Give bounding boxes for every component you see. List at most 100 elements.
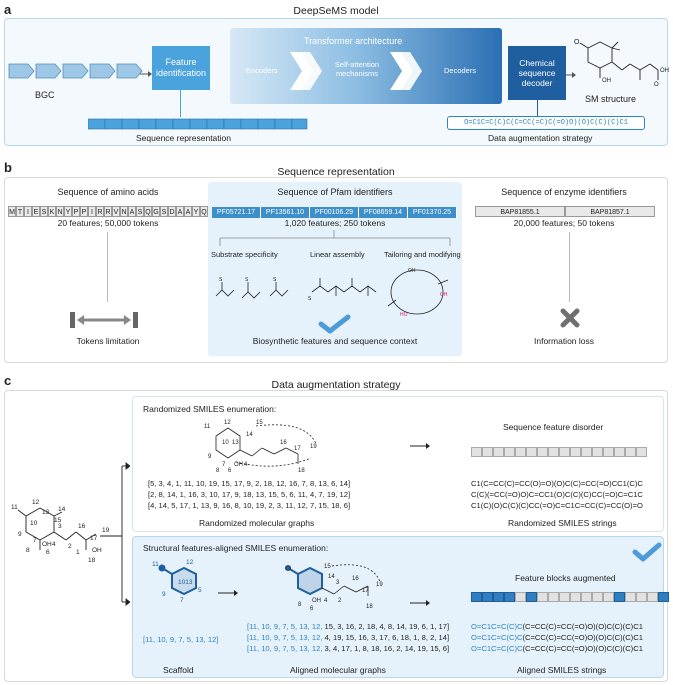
aa-cell: A xyxy=(184,206,192,217)
pfam-id: PF00106.29 xyxy=(310,207,359,218)
svg-text:9: 9 xyxy=(162,591,166,598)
aa-cell: R xyxy=(96,206,104,217)
col3-features: 20,000 features; 50 tokens xyxy=(513,218,615,228)
svg-text:8: 8 xyxy=(216,468,220,474)
aa-cell: A xyxy=(176,206,184,217)
encoders-label: Encoders xyxy=(246,66,278,75)
aligned-smiles-rest: (C=CC(C)=CC(=O)O)(O)C(C)(C)C1 xyxy=(522,633,643,642)
scaffold-ids: [11, 10, 9, 7, 5, 13, 12] xyxy=(143,635,219,644)
svg-text:11: 11 xyxy=(204,424,211,430)
self-attention-label: Self-attention mechanisms xyxy=(334,60,380,78)
blocks-title: Feature blocks augmented xyxy=(515,573,616,583)
data-aug-label: Data augmentation strategy xyxy=(488,133,593,143)
pfam-id: PF01370.25 xyxy=(408,207,457,218)
arrow-decoder-to-sm xyxy=(566,67,576,85)
svg-text:OH: OH xyxy=(234,462,243,468)
seq-rep-label: Sequence representation xyxy=(136,133,231,143)
svg-text:12: 12 xyxy=(224,420,231,426)
feature-blocks-cells xyxy=(471,592,669,602)
arrow-bgc-to-feature xyxy=(140,66,152,84)
svg-text:9: 9 xyxy=(18,531,22,538)
panel-a-title: DeepSeMS model xyxy=(293,5,379,17)
aligned-graph-prefix: [11, 10, 9, 7, 5, 13, 12, xyxy=(247,644,323,653)
svg-text:S: S xyxy=(245,277,249,283)
aligned-title: Structural features-aligned SMILES enume… xyxy=(143,543,329,553)
svg-text:13: 13 xyxy=(232,440,239,446)
smiles-text: O=C1C=C(C)C(C=CC(=C)C(=O)O)(O)C(C)(C)C1 xyxy=(464,119,628,127)
svg-text:13: 13 xyxy=(42,509,50,516)
aa-cell: K xyxy=(48,206,56,217)
random-graph-row: [4, 14, 5, 17, 1, 13, 9, 16, 8, 10, 19, … xyxy=(148,501,351,510)
aa-cell: P xyxy=(72,206,80,217)
check-icon xyxy=(318,314,352,339)
aligned-graph-row: [11, 10, 9, 7, 5, 13, 12, 15, 3, 16, 2, … xyxy=(247,621,449,632)
chevron-1-icon xyxy=(290,50,326,97)
svg-text:18: 18 xyxy=(88,557,96,564)
svg-text:O: O xyxy=(574,39,580,46)
svg-text:15: 15 xyxy=(256,420,263,426)
aligned-graph-rest: 3, 4, 17, 1, 8, 18, 16, 2, 14, 19, 15, 6… xyxy=(322,644,450,653)
aa-cell: I xyxy=(24,206,32,217)
scaffold-arrow xyxy=(218,585,238,603)
aligned-smiles-prefix: O=C1C=C(C)C xyxy=(471,622,523,631)
svg-text:6: 6 xyxy=(310,606,314,612)
aa-cell: V xyxy=(112,206,120,217)
disorder-cells xyxy=(471,447,647,457)
svg-text:14: 14 xyxy=(246,432,253,438)
aligned-graphs-label: Aligned molecular graphs xyxy=(290,665,386,675)
panel-b-letter: b xyxy=(4,160,12,175)
aa-cell: M xyxy=(8,206,16,217)
svg-text:16: 16 xyxy=(280,440,287,446)
aligned-smiles-label: Aligned SMILES strings xyxy=(517,665,607,675)
decoder-to-smiles-connector xyxy=(537,100,538,116)
aa-cell: T xyxy=(16,206,24,217)
random-smiles-label: Randomized SMILES strings xyxy=(508,518,617,528)
randomized-title: Randomized SMILES enumeration: xyxy=(143,404,277,414)
col2-title: Sequence of Pfam identifiers xyxy=(277,187,393,197)
svg-text:OH: OH xyxy=(602,78,611,84)
svg-text:19: 19 xyxy=(376,582,383,588)
svg-text:OH: OH xyxy=(660,68,669,74)
random-graph-row: [2, 8, 14, 1, 16, 3, 10, 17, 9, 18, 13, … xyxy=(148,490,351,499)
col1-result: Tokens limitation xyxy=(76,336,140,346)
svg-text:15: 15 xyxy=(324,564,331,570)
random-graph-row: [5, 3, 4, 1, 11, 10, 19, 15, 17, 9, 2, 1… xyxy=(148,479,351,488)
svg-text:HO: HO xyxy=(400,312,408,318)
col2-features: 1,020 features; 250 tokens xyxy=(284,218,386,228)
aa-cell: P xyxy=(80,206,88,217)
tokens-limitation-icon xyxy=(68,310,140,335)
aligned-smiles-list: O=C1C=C(C)C(C=CC(C)=CC(=O)O)(O)C(C)(C)C1… xyxy=(471,621,643,654)
aa-cell: I xyxy=(88,206,96,217)
aligned-graph-rest: 4, 19, 15, 16, 3, 17, 6, 18, 1, 8, 2, 14… xyxy=(322,633,450,642)
branch-connector xyxy=(100,460,131,615)
svg-text:14: 14 xyxy=(58,506,66,513)
panel-c-title: Data augmentation strategy xyxy=(271,379,401,391)
aligned-graphs-list: [11, 10, 9, 7, 5, 13, 12, 15, 3, 16, 2, … xyxy=(247,621,449,654)
aa-cell: S xyxy=(40,206,48,217)
svg-text:12: 12 xyxy=(32,499,40,506)
svg-text:7: 7 xyxy=(33,537,37,544)
aa-cell: Q xyxy=(144,206,152,217)
svg-text:S: S xyxy=(308,296,312,302)
linear-assembly-label: Linear assembly xyxy=(310,250,365,259)
aligned-smiles-row: O=C1C=C(C)C(C=CC(C)=CC(=O)O)(O)C(C)(C)C1 xyxy=(471,643,643,654)
transformer-title: Transformer architecture xyxy=(304,36,403,46)
svg-text:17: 17 xyxy=(294,446,301,452)
svg-text:OH: OH xyxy=(92,547,102,554)
svg-text:3: 3 xyxy=(336,580,340,586)
aa-cell: S xyxy=(160,206,168,217)
svg-text:O: O xyxy=(654,82,659,88)
col3-title: Sequence of enzyme identifiers xyxy=(501,187,627,197)
svg-text:4: 4 xyxy=(244,462,248,468)
smiles-box: O=C1C=C(C)C(C=CC(=C)C(=O)O)(O)C(C)(C)C1 xyxy=(447,116,645,130)
svg-text:11: 11 xyxy=(11,504,18,511)
svg-text:19: 19 xyxy=(310,444,317,450)
pfam-id: PF08659.14 xyxy=(359,207,408,218)
col3-down-arrow xyxy=(569,232,570,302)
svg-text:12: 12 xyxy=(186,559,194,566)
